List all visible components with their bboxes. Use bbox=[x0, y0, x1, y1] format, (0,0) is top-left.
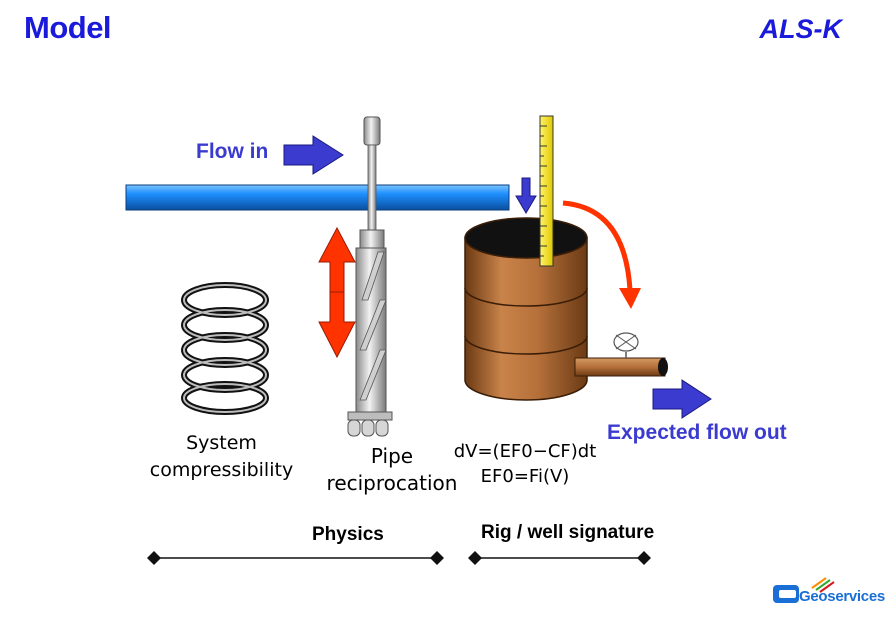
system-compressibility-line1: System bbox=[186, 432, 257, 454]
rig-scale bbox=[468, 551, 651, 565]
pipe-label-line1: Pipe bbox=[370, 444, 414, 468]
flow-out-arrow-icon bbox=[652, 379, 712, 419]
expected-flow-out-label: Expected flow out bbox=[607, 421, 787, 444]
page-subtitle: ALS-K bbox=[759, 14, 843, 44]
spring-icon bbox=[181, 282, 269, 415]
system-compressibility-label: System compressibility bbox=[124, 430, 319, 484]
valve-icon bbox=[613, 332, 639, 358]
physics-label: Physics bbox=[312, 524, 384, 545]
outlet-pipe-icon bbox=[574, 357, 668, 377]
flow-in-arrow-icon bbox=[283, 135, 344, 175]
physics-scale bbox=[147, 551, 444, 565]
drill-pipe-icon bbox=[347, 116, 393, 437]
system-compressibility-line2: compressibility bbox=[149, 458, 294, 481]
level-gauge-icon bbox=[539, 115, 554, 267]
geoservices-logo-text: Geoservices bbox=[799, 588, 885, 605]
volume-formula: dV=(EF0−CF)dt EF0=Fi(V) bbox=[440, 440, 610, 490]
inflow-down-arrow-icon bbox=[515, 177, 537, 214]
flow-in-label: Flow in bbox=[196, 140, 269, 163]
pipe-reciprocation-label: Pipe reciprocation bbox=[312, 443, 472, 497]
pipe-label-line2: reciprocation bbox=[326, 471, 458, 496]
geoservices-logo-icon bbox=[773, 577, 835, 603]
reciprocation-arrow-icon bbox=[318, 226, 356, 359]
page-title: Model bbox=[24, 10, 112, 45]
curved-flow-arrow-icon bbox=[562, 200, 641, 309]
formula-line2: EF0=Fi(V) bbox=[480, 465, 570, 487]
flow-pipe bbox=[125, 184, 510, 211]
rig-well-signature-label: Rig / well signature bbox=[481, 522, 655, 543]
formula-line1: dV=(EF0−CF)dt bbox=[453, 441, 597, 462]
mud-tank-icon bbox=[464, 217, 588, 401]
